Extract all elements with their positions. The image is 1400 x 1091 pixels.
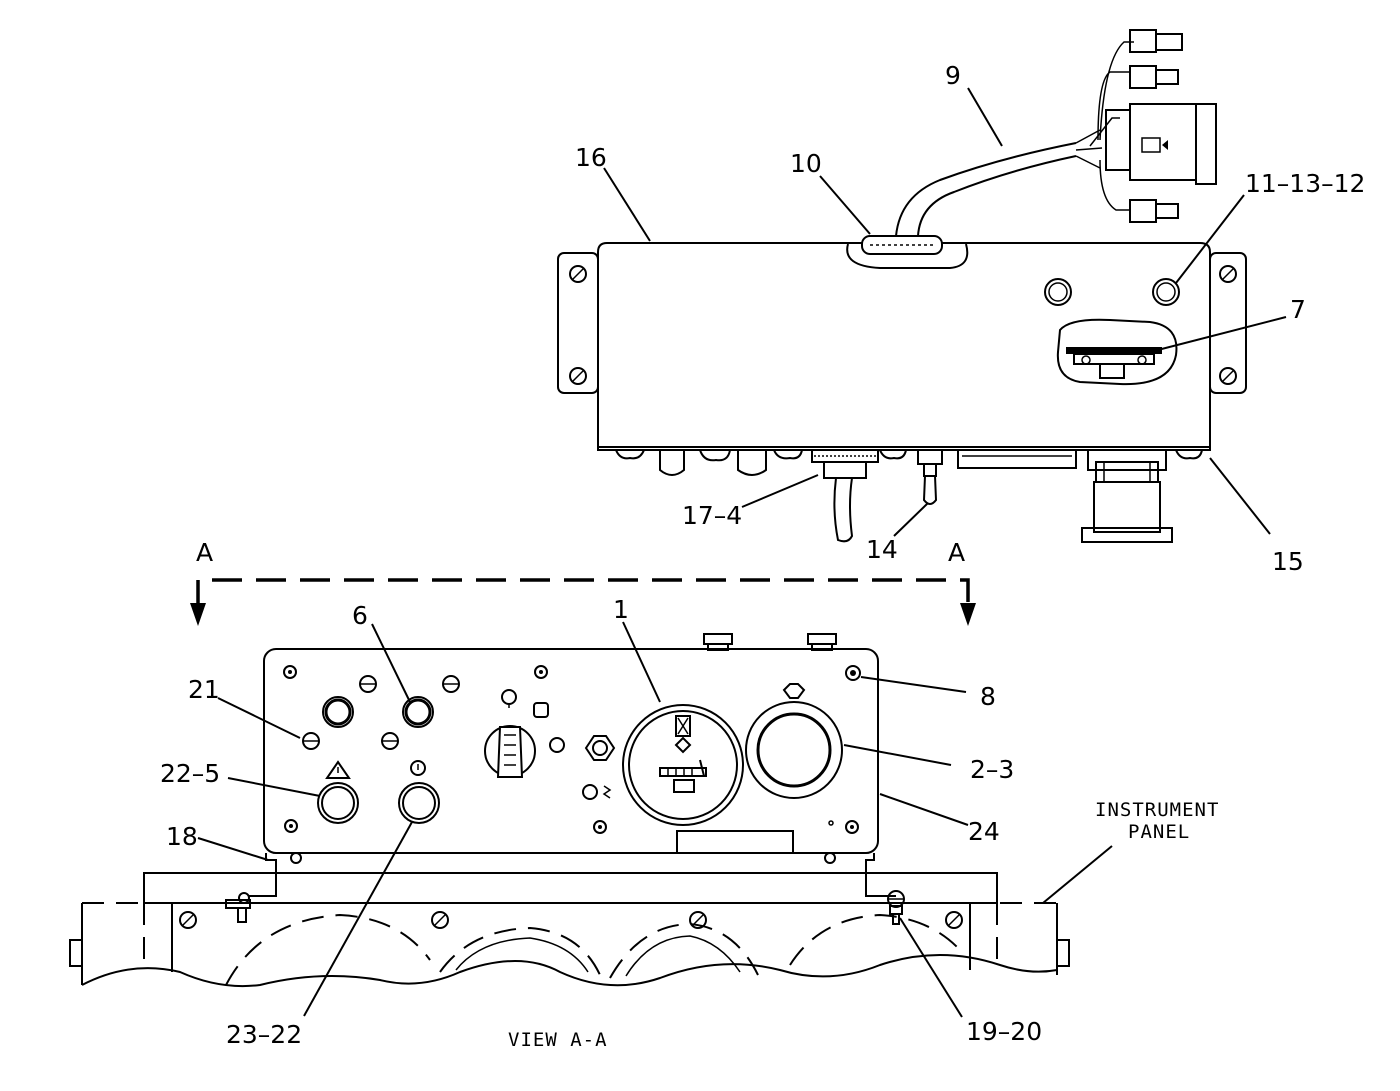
callout-16: 16 [575,143,607,172]
callout-17-4: 17–4 [682,501,742,530]
callout-21: 21 [188,675,220,704]
front-panel [263,633,879,854]
callout-8: 8 [980,682,996,711]
callout-6: 6 [352,601,368,630]
callout-15: 15 [1272,547,1304,576]
callout-14: 14 [866,535,898,564]
view-label: VIEW A-A [508,1029,608,1051]
top-control-box [557,235,1247,543]
callout-24: 24 [968,817,1000,846]
callout-19-20: 19–20 [966,1017,1042,1046]
wiring-harness [895,29,1217,237]
leader-lines [197,87,1287,1018]
callout-labels: 9 10 16 11–13–12 7 17–4 14 15 1 6 8 21 2… [160,61,1365,1051]
section-marker: A A [190,538,976,626]
instrument-panel-assembly [69,852,1070,988]
callout-7: 7 [1290,295,1306,324]
callout-18: 18 [166,822,198,851]
section-letter-right: A [948,538,965,567]
callout-10: 10 [790,149,822,178]
callout-2-3: 2–3 [970,755,1014,784]
callout-11-13-12: 11–13–12 [1245,169,1365,198]
section-letter-left: A [196,538,213,567]
instrument-panel-label-line2: PANEL [1128,821,1190,843]
callout-9: 9 [945,61,961,90]
callout-1: 1 [613,595,629,624]
callout-23-22: 23–22 [226,1020,302,1049]
instrument-panel-label-line1: INSTRUMENT [1095,799,1219,821]
callout-22-5: 22–5 [160,759,220,788]
